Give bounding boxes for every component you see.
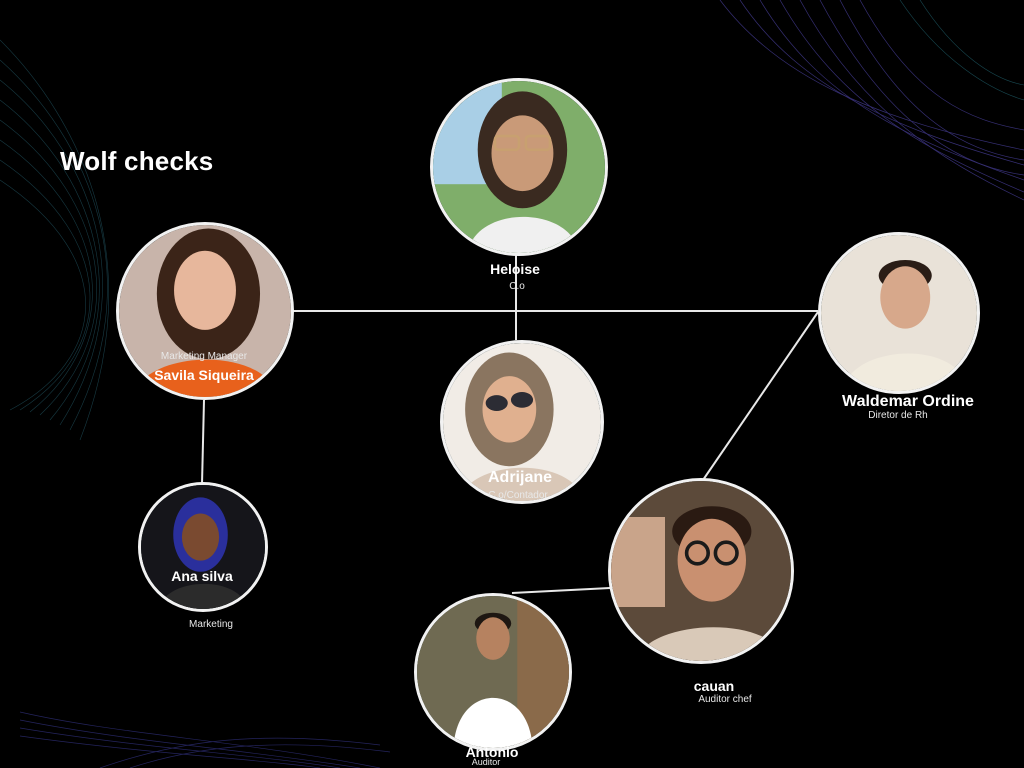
connector-cauan-antonio [511, 587, 611, 594]
avatar-waldemar[interactable] [818, 232, 980, 394]
portrait-savila-icon [119, 225, 291, 397]
avatar-cauan[interactable] [608, 478, 794, 664]
member-name-savila: Savila Siqueira [154, 367, 254, 383]
avatar-antonio[interactable] [414, 593, 572, 751]
member-role-cauan: Auditor chef [698, 694, 752, 705]
member-role-waldemar: Diretor de Rh [868, 410, 928, 421]
avatar-adrijane[interactable] [440, 340, 604, 504]
member-role-heloise: C.o [509, 281, 525, 292]
member-name-ana: Ana silva [171, 568, 233, 584]
page-title: Wolf checks [60, 146, 214, 176]
portrait-ana-icon [141, 485, 265, 609]
portrait-heloise-icon [433, 81, 605, 253]
portrait-adrijane-icon [443, 343, 601, 501]
avatar-ana[interactable] [138, 482, 268, 612]
member-name-heloise: Heloise [490, 261, 540, 277]
member-name-cauan: cauan [693, 678, 735, 694]
member-name-waldemar: Waldemar Ordine [842, 393, 974, 410]
member-name-adrijane: Adrijane [487, 469, 553, 486]
connector-waldemar-cauan [702, 311, 819, 481]
member-role-savila: Marketing Manager [160, 351, 248, 362]
portrait-antonio-icon [417, 596, 569, 748]
member-role-adrijane: C.o/Contador [488, 490, 548, 501]
portrait-cauan-icon [611, 481, 791, 661]
member-role-ana: Marketing [189, 619, 233, 630]
member-role-antonio: Auditor [471, 757, 501, 767]
avatar-savila[interactable] [116, 222, 294, 400]
portrait-waldemar-icon [821, 235, 977, 391]
member-name-antonio: Antonio [465, 744, 519, 760]
avatar-heloise[interactable] [430, 78, 608, 256]
connector-savila-ana [201, 399, 205, 485]
